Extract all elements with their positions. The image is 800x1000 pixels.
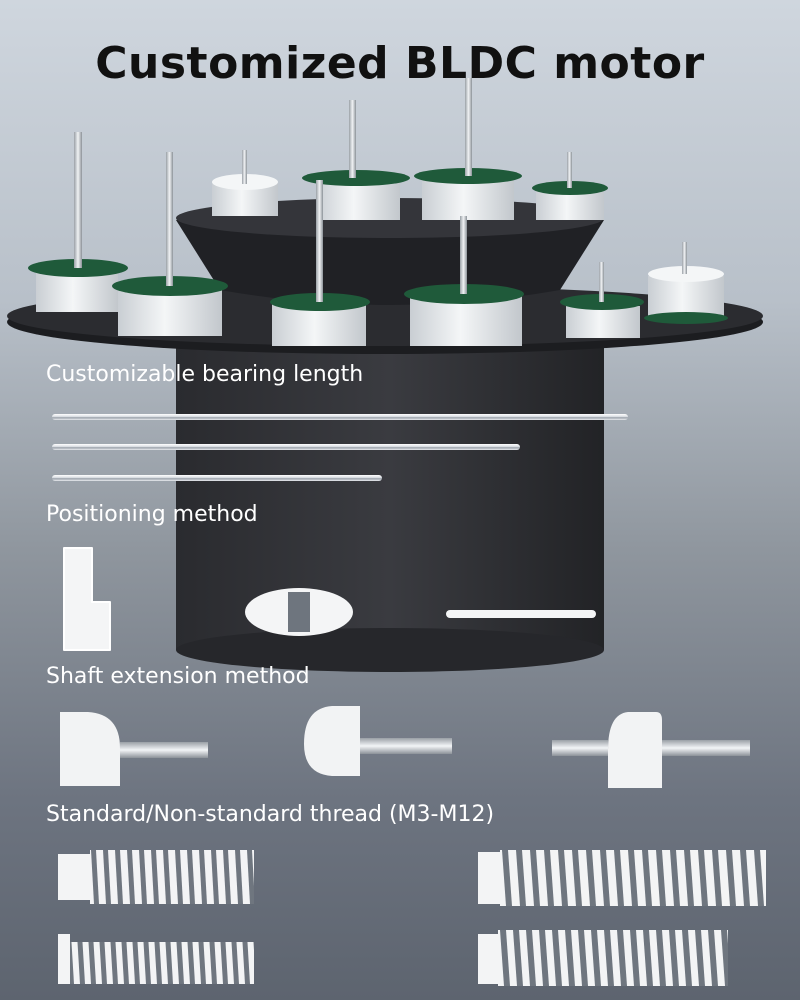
motor-lower-1 (28, 132, 128, 312)
motor-lower-4 (404, 216, 524, 346)
section-label-bearing: Customizable bearing length (46, 362, 364, 387)
thread-sample-1-icon (58, 850, 254, 904)
motor-lower-2 (112, 152, 228, 336)
pedestal-base (176, 628, 604, 672)
pedestal-column (176, 330, 604, 650)
motor-lower-6 (644, 242, 728, 324)
section-label-positioning: Positioning method (46, 502, 258, 527)
bearing-bar-long (52, 414, 628, 420)
motor-upper-3 (414, 78, 522, 220)
upper-platform (176, 220, 604, 305)
motor-upper-2 (302, 100, 410, 220)
section-label-shaft: Shaft extension method (46, 664, 310, 689)
positioning-step-shape-icon (63, 547, 111, 651)
thread-sample-3-icon (478, 850, 766, 906)
motor-upper-4 (532, 152, 608, 220)
bearing-bar-medium (52, 444, 520, 450)
shaft-double-end-icon (552, 712, 750, 788)
shaft-single-end-left-icon (60, 712, 208, 786)
motor-upper-1 (212, 150, 278, 216)
positioning-slot-disc-icon (245, 588, 353, 636)
thread-sample-2-icon (58, 934, 254, 984)
bearing-bar-short (52, 475, 382, 481)
positioning-flat-line-icon (446, 610, 596, 618)
page-title: Customized BLDC motor (95, 38, 705, 89)
motor-lower-5 (560, 262, 644, 338)
motor-lower-3 (270, 180, 370, 346)
shaft-single-end-right-icon (304, 706, 452, 776)
section-label-thread: Standard/Non-standard thread (M3-M12) (46, 802, 495, 827)
thread-sample-4-icon (478, 930, 728, 986)
